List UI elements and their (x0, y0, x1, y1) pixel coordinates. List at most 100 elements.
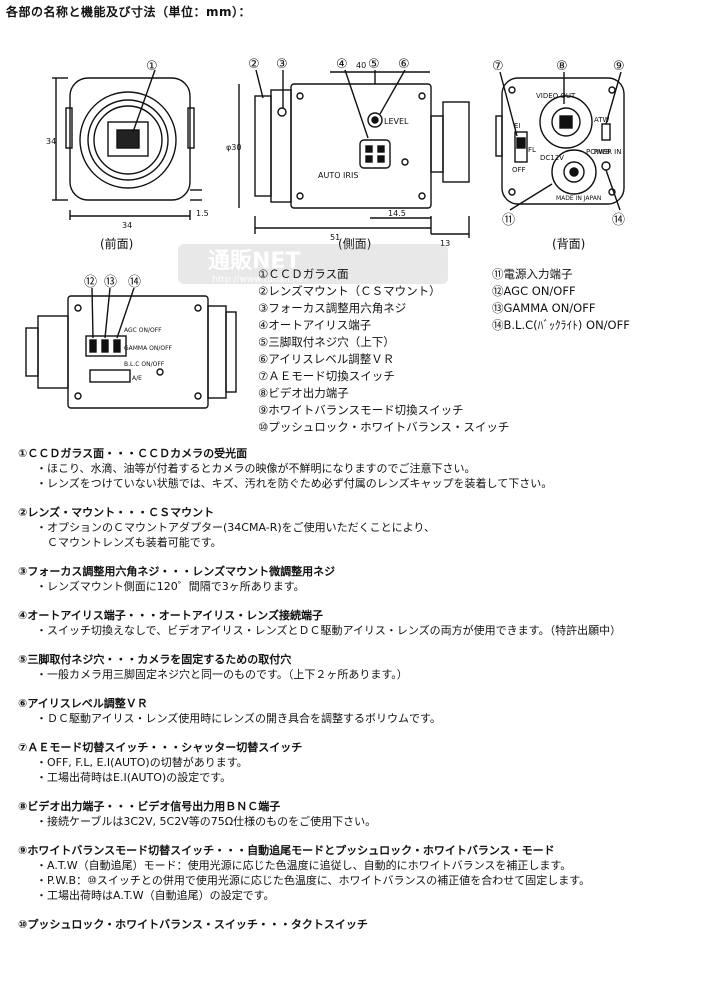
description-line: ・オプションのＣマウントアダプター(34CMA-R)をご使用いただくことにより、 (36, 521, 435, 534)
label-off: OFF (512, 166, 526, 174)
callout-9: ⑨ (613, 59, 625, 74)
view-side: (側面) (338, 237, 371, 251)
description-head: ⑩プッシュロック・ホワイトバランス・スイッチ・・・タクトスイッチ (18, 918, 368, 931)
description-line: ・レンズをつけていない状態では、キズ、汚れを防ぐため必ず付属のレンズキャップを装… (36, 477, 553, 490)
legend-item: ⑥アイリスレベル調整ＶＲ (258, 352, 395, 366)
legend-item: ④オートアイリス端子 (258, 318, 372, 332)
legend-item: ⑬GAMMA ON/OFF (492, 301, 596, 315)
callout-13: ⑬ (104, 275, 117, 290)
label-sw-ae: A/E (132, 375, 142, 382)
side-view (238, 69, 470, 238)
description-line: ・A.T.W（自動追尾）モード：使用光源に応じた色温度に追従し、自動的にホワイト… (36, 859, 572, 872)
dim-front-h: 34 (46, 137, 56, 146)
description-head: ①ＣＣＤガラス面・・・ＣＣＤカメラの受光面 (18, 447, 248, 460)
label-atw: ATW (594, 116, 610, 124)
description-line: Ｃマウントレンズも装着可能です。 (36, 536, 222, 549)
description-head: ②レンズ・マウント・・・ＣＳマウント (18, 506, 215, 519)
callout-6: ⑥ (398, 57, 410, 72)
description-line: ・ＤＣ駆動アイリス・レンズ使用時にレンズの開き具合を調整するボリウムです。 (36, 712, 441, 725)
legend-item: ⑪電源入力端子 (492, 267, 573, 281)
label-video-out: VIDEO OUT (536, 92, 576, 100)
dim-side-tail: 13 (440, 239, 450, 248)
callout-12: ⑫ (84, 275, 97, 290)
description-line: ・レンズマウント側面に120゜間隔で3ヶ所あります。 (36, 580, 305, 593)
description-item: ①ＣＣＤガラス面・・・ＣＣＤカメラの受光面 ・ほこり、水滴、油等が付着するとカメ… (18, 446, 698, 491)
callout-4: ④ (336, 57, 348, 72)
legend-item: ①ＣＣＤガラス面 (258, 267, 349, 281)
description-line: ・ほこり、水滴、油等が付着するとカメラの映像が不鮮明になりますのでご注意下さい。 (36, 462, 476, 475)
callout-1: ① (146, 59, 158, 74)
callout-2: ② (248, 57, 260, 72)
dim-front-w: 34 (122, 221, 132, 230)
label-pwb: PWB (594, 148, 610, 156)
callout-11: ⑪ (502, 213, 515, 228)
legend-item: ⑨ホワイトバランスモード切換スイッチ (258, 403, 464, 417)
bottom-view (25, 287, 237, 409)
description-head: ⑨ホワイトバランスモード切替スイッチ・・・自動追尾モードとプッシュロック・ホワイ… (18, 844, 555, 857)
legend-left: ①ＣＣＤガラス面 ②レンズマウント（ＣＳマウント） ③フォーカス調整用六角ネジ … (258, 266, 509, 436)
legend-right: ⑪電源入力端子 ⑫AGC ON/OFF ⑬GAMMA ON/OFF ⑭B.L.C… (492, 266, 630, 334)
label-power-in: POWER IN (586, 148, 621, 156)
callout-14: ⑭ (612, 213, 625, 228)
legend-item: ⑤三脚取付ネジ穴（上下） (258, 335, 395, 349)
dim-side-len: 51 (330, 233, 340, 242)
callout-3: ③ (276, 57, 288, 72)
description-line: ・P.W.B：⑩スイッチとの併用で使用光源に応じた色温度に、ホワイトバランスの補… (36, 874, 591, 887)
callout-8: ⑧ (556, 59, 568, 74)
watermark-sub: http://www.tuhan.net (212, 275, 308, 285)
legend-item: ⑫AGC ON/OFF (492, 284, 576, 298)
legend-item: ②レンズマウント（ＣＳマウント） (258, 284, 441, 298)
description-head: ④オートアイリス端子・・・オートアイリス・レンズ接続端子 (18, 609, 323, 622)
callout-5: ⑤ (368, 57, 380, 72)
label-fl: FL (528, 146, 536, 154)
description-line: ・工場出荷時はE.I(AUTO)の設定です。 (36, 771, 232, 784)
legend-item: ⑩プッシュロック・ホワイトバランス・スイッチ (258, 420, 510, 434)
description-line: ・接続ケーブルは3C2V, 5C2V等の75Ω仕様のものをご使用下さい。 (36, 815, 377, 828)
description-list: ①ＣＣＤガラス面・・・ＣＣＤカメラの受光面 ・ほこり、水滴、油等が付着するとカメ… (18, 446, 698, 946)
label-made-in: MADE IN JAPAN (556, 195, 601, 202)
page-title: 各部の名称と機能及び寸法（単位：mm）： (6, 5, 252, 19)
legend-item: ⑦ＡＥモード切換スイッチ (258, 369, 395, 383)
label-auto-iris: AUTO IRIS (318, 171, 358, 180)
description-head: ⑦ＡＥモード切替スイッチ・・・シャッター切替スイッチ (18, 741, 303, 754)
label-ei: EI (514, 122, 521, 130)
description-line: ・OFF, F.L, E.I(AUTO)の切替があります。 (36, 756, 248, 769)
description-line: ・一般カメラ用三脚固定ネジ穴と同一のものです。（上下２ヶ所あります。） (36, 668, 408, 681)
front-view (52, 69, 202, 220)
dim-side-mid: 14.5 (388, 209, 406, 218)
label-sw-agc: AGC ON/OFF (124, 327, 162, 334)
dim-side-top: 40 (356, 61, 366, 70)
watermark-logo: 通販NET http://www.tuhan.net (178, 244, 448, 285)
view-front: (前面) (100, 236, 133, 251)
dim-side-dia: φ30 (226, 143, 241, 152)
back-view (495, 71, 625, 211)
description-line: ・スイッチ切換えなしで、ビデオアイリス・レンズとＤＣ駆動アイリス・レンズの両方が… (36, 624, 622, 637)
description-item: ②レンズ・マウント・・・ＣＳマウント ・オプションのＣマウントアダプター(34C… (18, 505, 698, 550)
dim-front-offset: 1.5 (196, 209, 209, 218)
description-head: ⑥アイリスレベル調整ＶＲ (18, 697, 148, 710)
label-dc12v: DC12V (540, 154, 564, 162)
description-item: ⑦ＡＥモード切替スイッチ・・・シャッター切替スイッチ ・OFF, F.L, E.… (18, 740, 698, 785)
description-line: ・工場出荷時はA.T.W（自動追尾）の設定です。 (36, 889, 275, 902)
description-item: ⑥アイリスレベル調整ＶＲ ・ＤＣ駆動アイリス・レンズ使用時にレンズの開き具合を調… (18, 696, 698, 726)
description-item: ⑧ビデオ出力端子・・・ビデオ信号出力用ＢＮＣ端子 ・接続ケーブルは3C2V, 5… (18, 799, 698, 829)
label-sw-blc: B.L.C ON/OFF (124, 361, 165, 368)
watermark-main: 通販NET (208, 249, 300, 274)
legend-item: ③フォーカス調整用六角ネジ (258, 301, 407, 315)
description-item: ⑤三脚取付ネジ穴・・・カメラを固定するための取付穴 ・一般カメラ用三脚固定ネジ穴… (18, 652, 698, 682)
description-item: ③フォーカス調整用六角ネジ・・・レンズマウント微調整用ネジ ・レンズマウント側面… (18, 564, 698, 594)
description-head: ③フォーカス調整用六角ネジ・・・レンズマウント微調整用ネジ (18, 565, 336, 578)
description-head: ⑧ビデオ出力端子・・・ビデオ信号出力用ＢＮＣ端子 (18, 800, 281, 813)
camera-diagram: ① ② ③ ④ ⑤ ⑥ ⑦ ⑧ ⑨ ⑪ ⑭ ⑫ ⑬ ⑭ 34 34 1.5 40… (25, 57, 625, 409)
legend-item: ⑭B.L.C(ﾊﾞｯｸﾗｲﾄ) ON/OFF (492, 318, 630, 332)
callout-7: ⑦ (492, 59, 504, 74)
description-head: ⑤三脚取付ネジ穴・・・カメラを固定するための取付穴 (18, 653, 292, 666)
view-back: (背面) (552, 237, 585, 251)
label-level: LEVEL (384, 117, 409, 126)
description-item: ④オートアイリス端子・・・オートアイリス・レンズ接続端子 ・スイッチ切換えなしで… (18, 608, 698, 638)
label-sw-gamma: GAMMA ON/OFF (124, 345, 173, 352)
description-item: ⑩プッシュロック・ホワイトバランス・スイッチ・・・タクトスイッチ (18, 917, 698, 932)
legend-item: ⑧ビデオ出力端子 (258, 386, 349, 400)
description-item: ⑨ホワイトバランスモード切替スイッチ・・・自動追尾モードとプッシュロック・ホワイ… (18, 843, 698, 903)
callout-14b: ⑭ (128, 275, 141, 290)
